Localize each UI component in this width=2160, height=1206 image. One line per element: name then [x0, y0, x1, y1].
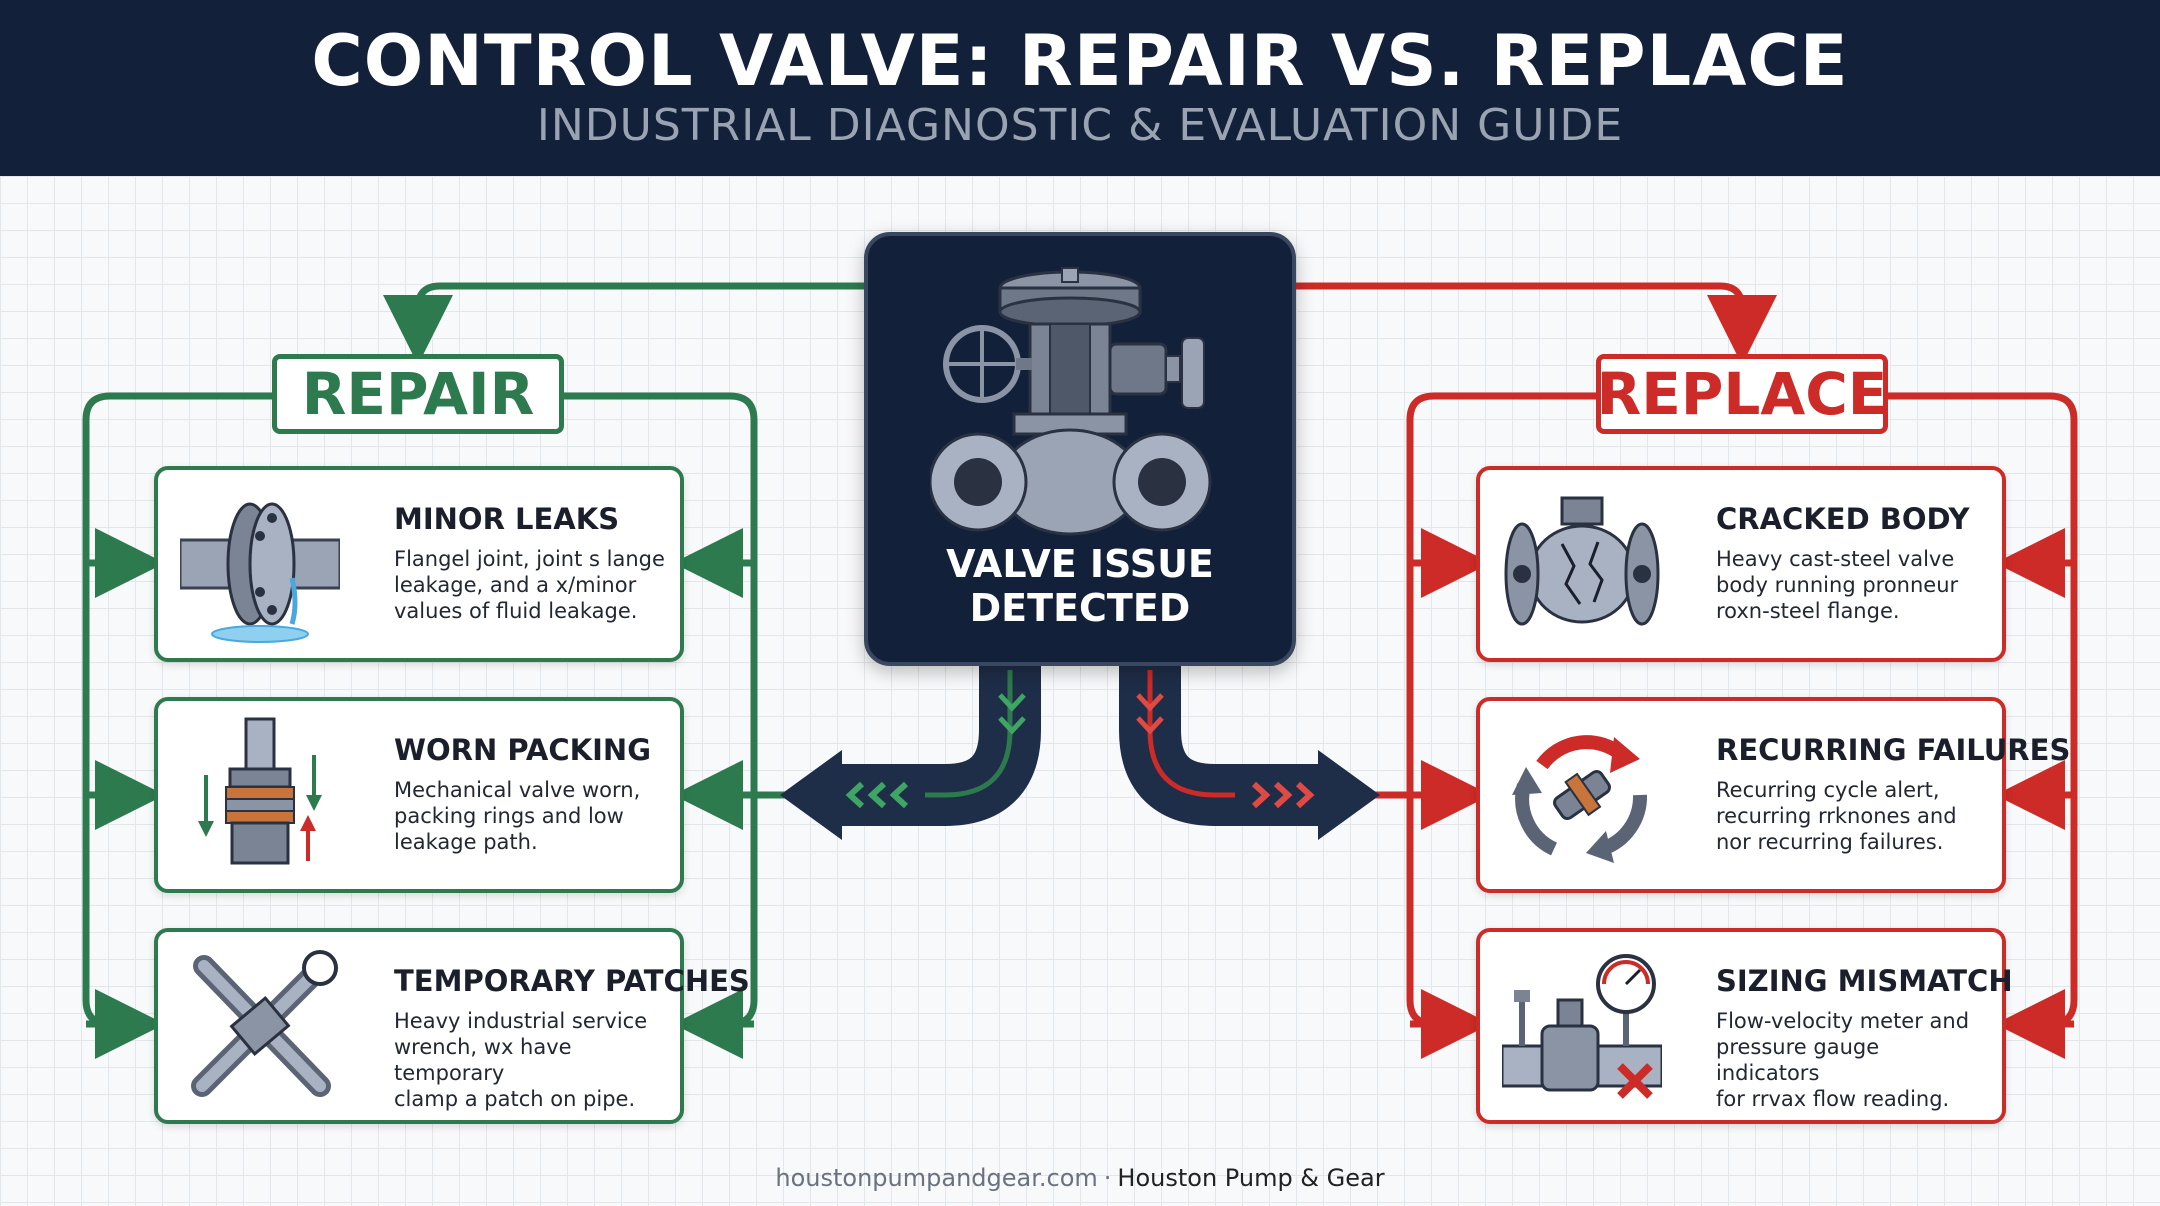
card-title: MINOR LEAKS	[394, 502, 620, 536]
header-banner: CONTROL VALVE: REPAIR VS. REPLACE INDUST…	[0, 0, 2160, 176]
replace-label: REPLACE	[1596, 354, 1888, 434]
repair-label: REPAIR	[272, 354, 564, 434]
card-temporary-patches: TEMPORARY PATCHES Heavy industrial servi…	[154, 928, 750, 1124]
valve-issue-label: VALVE ISSUE DETECTED	[946, 542, 1214, 630]
pipe-to-replace	[1119, 666, 1380, 840]
footer: houstonpumpandgear.com·Houston Pump & Ge…	[0, 1164, 2160, 1192]
footer-url[interactable]: houstonpumpandgear.com	[775, 1164, 1098, 1192]
card-worn-packing: WORN PACKING Mechanical valve worn, pack…	[154, 697, 684, 893]
pressure-gauge-icon	[1502, 954, 1662, 1099]
valve-packing-icon	[198, 717, 322, 865]
card-description: Flangel joint, joint s lange leakage, an…	[394, 547, 665, 623]
card-description: Flow-velocity meter and pressure gauge i…	[1716, 1009, 1970, 1111]
card-title: TEMPORARY PATCHES	[394, 964, 750, 998]
card-sizing-mismatch: SIZING MISMATCH Flow-velocity meter and …	[1476, 928, 2013, 1124]
card-cracked-body: CRACKED BODY Heavy cast-steel valve body…	[1476, 466, 2006, 662]
page-title: CONTROL VALVE: REPAIR VS. REPLACE	[311, 20, 1849, 102]
card-title: CRACKED BODY	[1716, 502, 1970, 536]
control-valve-icon	[930, 267, 1212, 536]
card-description: Recurring cycle alert, recurring rrknone…	[1716, 778, 1957, 854]
card-minor-leaks: MINOR LEAKS Flangel joint, joint s lange…	[154, 466, 684, 662]
card-description: Heavy industrial service wrench, wx have…	[394, 1009, 648, 1111]
card-recurring-failures: RECURRING FAILURES Recurring cycle alert…	[1476, 697, 2071, 893]
card-title: SIZING MISMATCH	[1716, 964, 2013, 998]
page-subtitle: INDUSTRIAL DIAGNOSTIC & EVALUATION GUIDE	[536, 100, 1624, 151]
card-title: WORN PACKING	[394, 733, 651, 767]
cracked-valve-icon	[1504, 496, 1660, 626]
footer-company: Houston Pump & Gear	[1117, 1164, 1385, 1192]
card-description: Mechanical valve worn, packing rings and…	[394, 778, 641, 854]
footer-separator: ·	[1103, 1164, 1112, 1192]
connector-center-to-replace	[1296, 282, 1777, 365]
wrench-clamp-icon	[191, 950, 338, 1097]
connector-center-to-repair	[383, 282, 864, 365]
pipe-to-repair	[780, 666, 1041, 840]
leaking-flange-icon	[180, 502, 340, 643]
card-description: Heavy cast-steel valve body running pron…	[1716, 547, 1959, 623]
valve-issue-box: VALVE ISSUE DETECTED	[864, 232, 1296, 666]
recurring-cycle-icon	[1512, 735, 1648, 863]
card-title: RECURRING FAILURES	[1716, 733, 2071, 767]
